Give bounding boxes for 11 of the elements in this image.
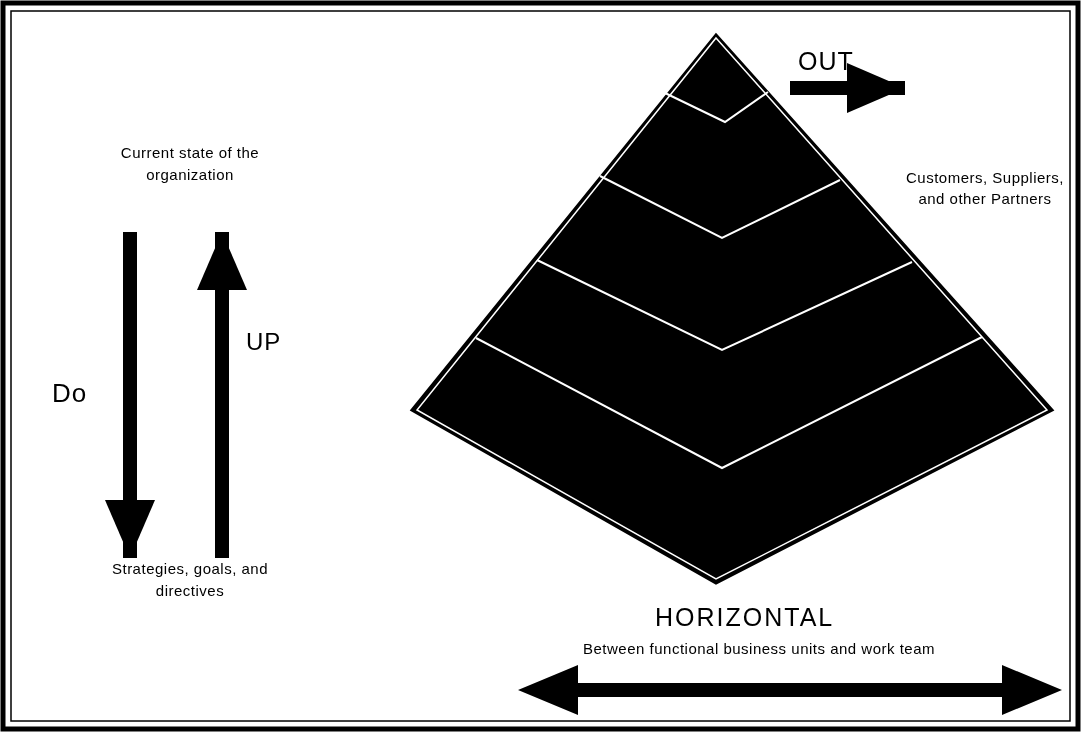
text-label: HORIZONTAL xyxy=(655,603,835,632)
edge-label: Do xyxy=(52,378,88,409)
node-text: Customers, Suppliers, and other Partners xyxy=(905,167,1065,210)
arrow xyxy=(790,63,905,113)
node-text: Current state of the organization xyxy=(119,143,261,185)
text-label: Between functional business units and work team xyxy=(583,639,937,659)
arrow xyxy=(197,232,247,558)
arrow xyxy=(105,232,155,558)
node-text: Strategies, goals, and directives xyxy=(110,559,270,601)
edge-label: OUT xyxy=(798,47,854,76)
edge-label: UP xyxy=(246,328,282,356)
